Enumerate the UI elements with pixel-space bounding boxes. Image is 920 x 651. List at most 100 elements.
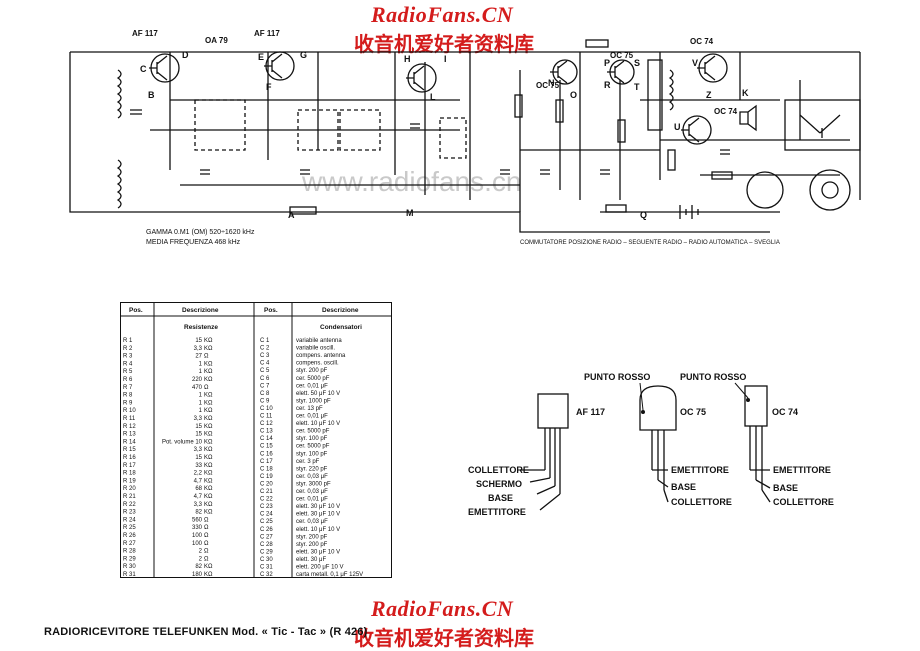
capacitor-pos: C 15 (260, 444, 273, 450)
node-u: U (674, 122, 681, 132)
transistor-label-6: OC 74 (714, 107, 738, 116)
resistor-pos: R 25 (123, 525, 136, 531)
capacitor-pos: C 20 (260, 481, 273, 487)
pinout-oc75-pin-1: EMETTITORE (671, 465, 729, 475)
resistor-value: 560 (192, 517, 203, 523)
resistor-pos: R 30 (123, 564, 136, 570)
resistor-pos: R 20 (123, 486, 136, 492)
capacitor-pos: C 3 (260, 353, 270, 359)
resistor-value: 15 (195, 432, 202, 438)
pinout-af117-pin-1: COLLETTORE (468, 465, 529, 475)
pinout-af117-pin-2: SCHERMO (476, 479, 522, 489)
resistor-unit: KΩ (204, 502, 213, 508)
resistor-pos: R 4 (123, 361, 133, 367)
capacitor-pos: C 4 (260, 361, 270, 367)
resistor-unit: KΩ (204, 478, 213, 484)
resistor-value: 3,3 (194, 447, 203, 453)
node-e: E (258, 52, 264, 62)
resistor-unit: Ω (204, 354, 209, 360)
resistor-value: 100 (192, 533, 203, 539)
transistor-label-5: OC 74 (690, 37, 714, 46)
switch-note: COMMUTATORE POSIZIONE RADIO – SEGUENTE R… (520, 240, 780, 246)
resistor-pos: R 22 (123, 502, 136, 508)
capacitor-desc: styr. 100 pF (296, 451, 328, 457)
resistor-pos: R 26 (123, 533, 136, 539)
capacitor-desc: cer. 5000 pF (296, 376, 330, 382)
node-f: F (266, 82, 272, 92)
resistor-pos: R 17 (123, 463, 136, 469)
capacitor-desc: cer. 5000 pF (296, 429, 330, 435)
resistor-unit: KΩ (204, 369, 213, 375)
resistor-pos: R 8 (123, 393, 133, 399)
resistor-value: 1 (199, 369, 203, 375)
capacitor-desc: styr. 200 pF (296, 542, 328, 548)
resistor-value: 82 (195, 564, 202, 570)
resistor-pos: R 13 (123, 432, 136, 438)
capacitor-desc: styr. 100 pF (296, 436, 328, 442)
capacitor-desc: cer. 13 pF (296, 406, 323, 412)
pinout-oc74-pin-2: BASE (773, 483, 798, 493)
resistor-pos: R 27 (123, 541, 136, 547)
resistor-unit: KΩ (204, 447, 213, 453)
center-watermark: www.radiofans.cn (302, 166, 522, 197)
capacitor-desc: elett. 30 μF (296, 557, 326, 563)
capacitor-pos: C 22 (260, 497, 273, 503)
cn-watermark-top: 收音机爱好者资料库 (354, 32, 534, 56)
resistor-value: 1 (199, 361, 203, 367)
resistor-unit: KΩ (204, 361, 213, 367)
capacitor-pos: C 21 (260, 489, 273, 495)
node-d: D (182, 50, 189, 60)
capacitor-desc: styr. 3000 pF (296, 481, 331, 487)
resistor-unit: KΩ (204, 393, 213, 399)
resistor-value: 180 (192, 572, 203, 578)
capacitor-desc: elett. 30 μF 10 V (296, 512, 340, 518)
resistor-unit: KΩ (204, 439, 213, 445)
capacitor-desc: styr. 1000 pF (296, 398, 331, 404)
resistor-value: 1 (199, 408, 203, 414)
resistor-pos: R 1 (123, 338, 133, 344)
capacitor-pos: C 8 (260, 391, 270, 397)
transistor-label-4: OC 75 (610, 51, 634, 60)
node-m: M (406, 208, 414, 218)
capacitor-pos: C 17 (260, 459, 273, 465)
resistor-unit: KΩ (204, 377, 213, 383)
resistor-unit: KΩ (204, 486, 213, 492)
resistor-pos: R 29 (123, 556, 136, 562)
site-watermark-top: RadioFans.CN (371, 2, 514, 27)
resistor-unit: KΩ (204, 338, 213, 344)
pinout-oc75-type: OC 75 (680, 407, 706, 417)
resistor-unit: Ω (204, 556, 209, 562)
resistor-pos: R 7 (123, 385, 133, 391)
capacitor-desc: elett. 50 μF 10 V (296, 391, 340, 397)
resistor-value: 220 (192, 377, 203, 383)
node-q: Q (640, 210, 647, 220)
capacitor-desc: elett. 30 μF 10 V (296, 504, 340, 510)
resistor-value: 1 (199, 400, 203, 406)
capacitor-desc: cer. 5000 pF (296, 444, 330, 450)
resistor-unit: KΩ (204, 471, 213, 477)
capacitor-desc: compens. antenna (296, 353, 346, 359)
table-header-desc-right: Descrizione (322, 307, 359, 314)
capacitor-desc: carta metall. 0,1 μF 125V (296, 572, 363, 578)
resistor-value: 3,3 (194, 416, 203, 422)
resistor-value: 15 (195, 338, 202, 344)
pinout-oc74-type: OC 74 (772, 407, 798, 417)
resistor-pos: R 5 (123, 369, 133, 375)
capacitor-pos: C 16 (260, 451, 273, 457)
capacitor-desc: elett. 10 μF 10 V (296, 527, 340, 533)
node-a: A (288, 210, 295, 220)
resistor-value: 100 (192, 541, 203, 547)
node-v: V (692, 58, 698, 68)
capacitor-pos: C 5 (260, 368, 270, 374)
table-header-pos-right: Pos. (264, 307, 278, 314)
resistor-pos: R 14 (123, 439, 136, 445)
node-z: Z (706, 90, 712, 100)
node-p: P (604, 58, 610, 68)
table-header-pos-left: Pos. (129, 307, 143, 314)
resistor-pos: R 12 (123, 424, 136, 430)
resistor-value: 68 (195, 486, 202, 492)
capacitor-desc: styr. 200 pF (296, 368, 328, 374)
resistor-value: 33 (195, 463, 202, 469)
capacitor-pos: C 1 (260, 338, 270, 344)
table-section-resistors: Resistenze (184, 324, 218, 331)
